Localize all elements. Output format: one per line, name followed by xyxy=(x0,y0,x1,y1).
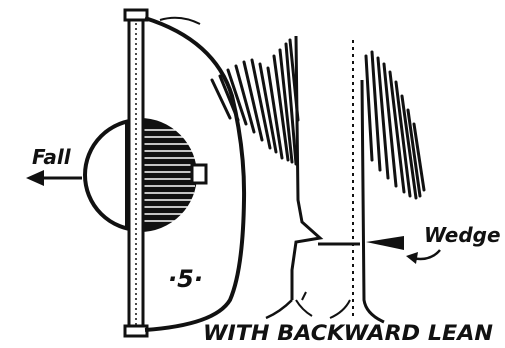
left-foliage xyxy=(212,40,298,164)
fall-label: Fall xyxy=(32,145,72,169)
wedge-cut xyxy=(318,236,404,250)
fall-arrow-icon xyxy=(26,170,82,186)
right-foliage xyxy=(366,52,424,198)
caption: WITH BACKWARD LEAN xyxy=(203,321,493,345)
wedge-arrow-icon xyxy=(406,250,440,264)
panel-number: ·5· xyxy=(168,265,203,293)
left-tree xyxy=(212,36,320,318)
stump-plan-view xyxy=(85,119,206,231)
wedge-label: Wedge xyxy=(424,223,501,247)
right-tree xyxy=(330,40,424,322)
ruler-line xyxy=(125,10,147,336)
hinge-tab xyxy=(192,165,206,183)
